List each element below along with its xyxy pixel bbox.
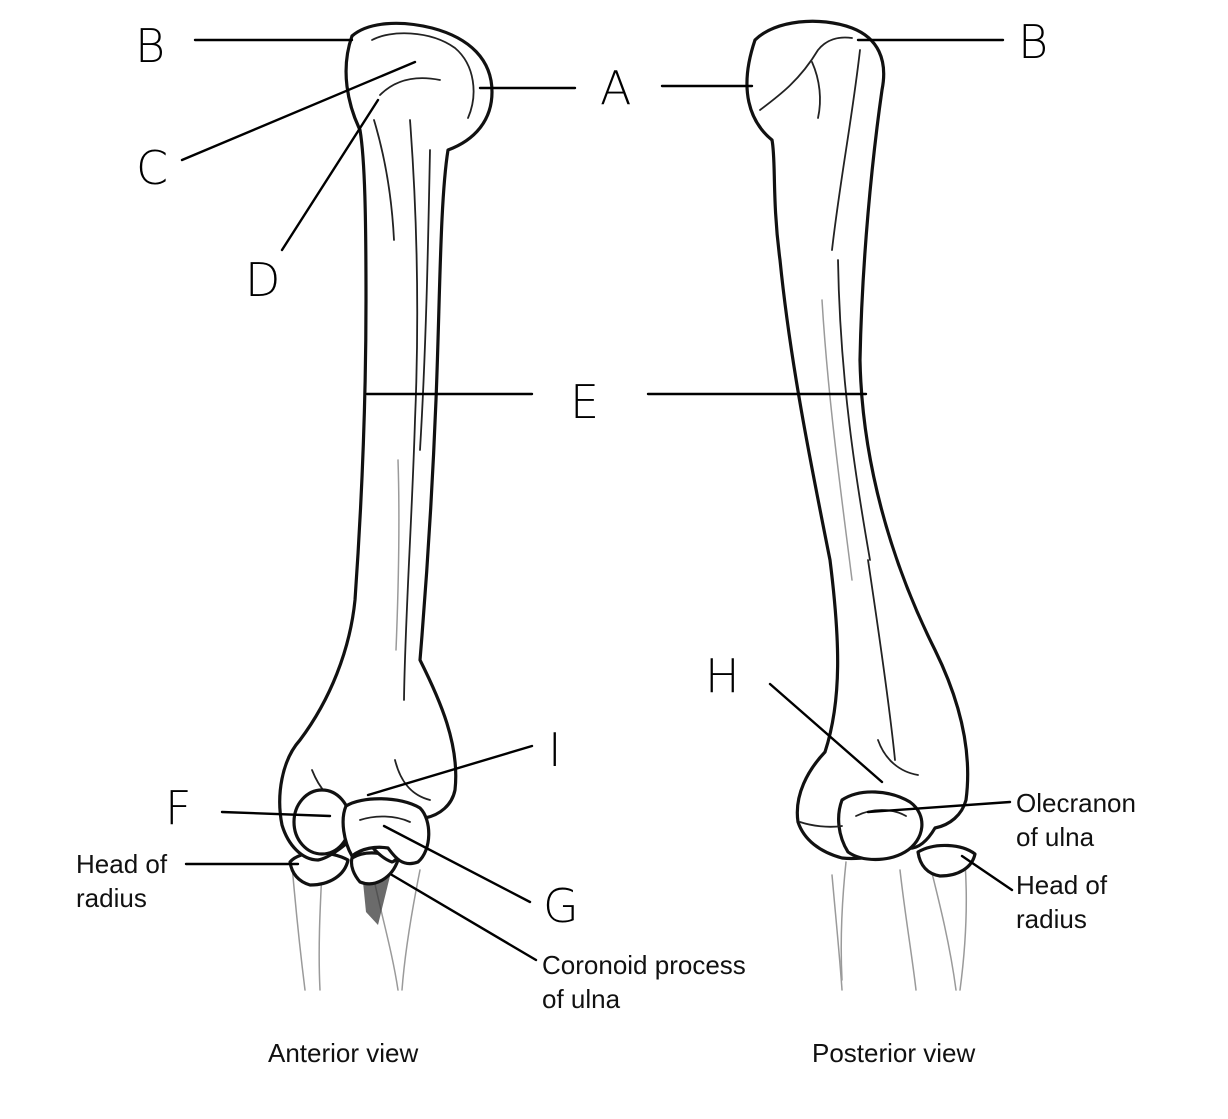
posterior-view-caption: Posterior view [812, 1038, 975, 1068]
leader-c [180, 60, 417, 162]
anterior-trochlea [341, 797, 431, 866]
label-i: I [548, 723, 562, 777]
olecranon-line1: Olecranon [1016, 788, 1136, 818]
anterior-view-caption: Anterior view [268, 1038, 418, 1068]
label-g: G [543, 879, 579, 933]
leader-head-radius-right [960, 854, 1014, 892]
label-d: D [245, 253, 280, 307]
leader-h [768, 682, 884, 784]
anterior-head-of-radius-line1: Head of [76, 849, 168, 879]
posterior-head-of-radius-line2: radius [1016, 904, 1087, 934]
label-b-right: B [1018, 15, 1048, 69]
leader-i [366, 744, 534, 797]
label-h: H [705, 649, 740, 703]
anterior-humerus [278, 21, 494, 991]
anterior-humerus-outline [278, 21, 494, 864]
posterior-head-of-radius-line1: Head of [1016, 870, 1108, 900]
label-f: F [165, 781, 191, 835]
leader-d [280, 98, 380, 252]
leader-g [382, 824, 532, 904]
posterior-humerus-outline [745, 19, 970, 861]
posterior-olecranon [837, 790, 924, 862]
leader-olecranon [866, 800, 1012, 814]
coronoid-process-line2: of ulna [542, 984, 621, 1014]
label-e: E [570, 375, 599, 429]
leader-lines [180, 38, 1014, 962]
letter-labels: B A B C D E H I F G [135, 15, 1048, 933]
posterior-humerus [745, 19, 977, 991]
olecranon-line2: of ulna [1016, 822, 1095, 852]
label-b-left: B [135, 19, 165, 73]
label-a: A [600, 61, 631, 115]
printed-labels: Head of radius Coronoid process of ulna … [76, 788, 1136, 1068]
leader-coronoid [390, 873, 538, 962]
anterior-head-of-radius-line2: radius [76, 883, 147, 913]
coronoid-process-line1: Coronoid process [542, 950, 746, 980]
leader-f [220, 810, 332, 818]
label-c: C [136, 141, 168, 195]
posterior-radius-head [916, 843, 977, 878]
